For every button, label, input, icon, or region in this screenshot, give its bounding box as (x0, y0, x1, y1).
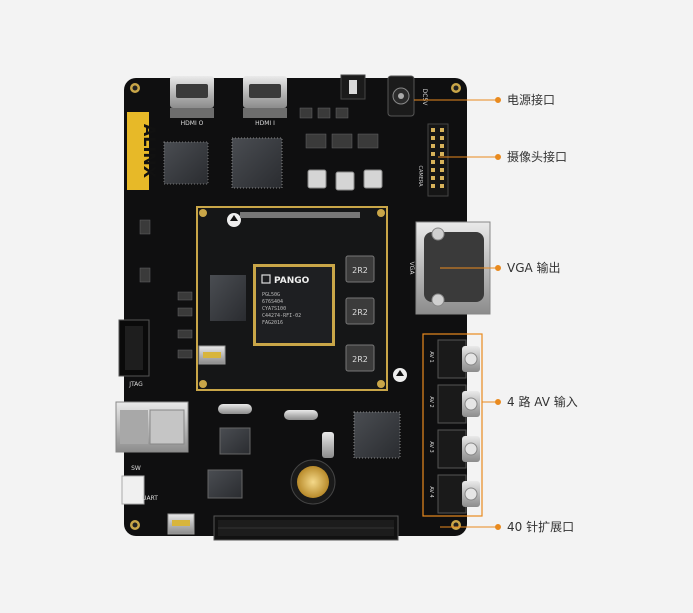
dc-power-jack: DC5V (387, 75, 428, 117)
svg-text:DC5V: DC5V (421, 89, 428, 107)
svg-text:2R2: 2R2 (352, 308, 368, 317)
coin-battery (290, 459, 336, 505)
fpga-chip: PANGO PGL50G 676S404 CYA7S100 C44274-RFI… (253, 264, 335, 346)
svg-text:AV 1: AV 1 (428, 351, 434, 362)
av-jack-1: AV 1 (428, 339, 480, 379)
svg-text:2R2: 2R2 (352, 355, 368, 364)
module-inductors: 2R2 2R2 2R2 (345, 255, 375, 372)
callout-vga: VGA 输出 (507, 261, 561, 275)
hdmi-out-port: HDMI O (170, 76, 214, 127)
hdmi-in-port: HDMI I (243, 76, 287, 127)
callout-power: 电源接口 (507, 93, 556, 107)
svg-text:PANGO: PANGO (274, 276, 310, 286)
svg-text:SW: SW (131, 465, 141, 472)
svg-text:HDMI O: HDMI O (181, 120, 204, 127)
svg-text:HDMI I: HDMI I (255, 120, 275, 127)
svg-text:676S404: 676S404 (262, 299, 283, 305)
svg-text:ALINX: ALINX (140, 124, 159, 179)
svg-text:VGA: VGA (408, 262, 415, 276)
callout-av: 4 路 AV 输入 (507, 395, 578, 409)
power-switch (340, 74, 366, 100)
av-jack-2: AV 2 (428, 384, 480, 424)
upper-ic-left (163, 141, 209, 185)
svg-text:2R2: 2R2 (352, 266, 368, 275)
svg-text:AV 2: AV 2 (428, 396, 434, 407)
av-jack-4: AV 4 (428, 474, 480, 514)
av-jack-3: AV 3 (428, 429, 480, 469)
expansion-header (213, 515, 399, 541)
ddr-chip (210, 275, 246, 321)
av-jacks: AV 1 AV 2 AV 3 AV 4 (428, 339, 480, 514)
svg-text:FAG2016: FAG2016 (262, 320, 283, 326)
svg-text:CAMERA: CAMERA (417, 165, 423, 187)
svg-text:PGL50G: PGL50G (262, 292, 280, 298)
jtag-header: JTAG (118, 319, 150, 388)
lower-ics (207, 404, 401, 499)
svg-text:AV 3: AV 3 (428, 441, 434, 452)
inductors-top (307, 169, 383, 191)
camera-header: CAMERA (417, 123, 449, 197)
av-highlight-box (422, 333, 483, 517)
ethernet-port (115, 401, 189, 453)
callout-leaders (414, 97, 501, 530)
svg-text:UART: UART (142, 495, 158, 502)
upper-ic-right (231, 137, 283, 189)
svg-text:AV 4: AV 4 (428, 486, 434, 497)
callout-expansion: 40 针扩展口 (507, 520, 575, 534)
svg-text:JTAG: JTAG (128, 381, 143, 388)
sw-uart-area: SW UART (121, 465, 158, 505)
svg-text:C44274-RFI-02: C44274-RFI-02 (262, 313, 301, 319)
svg-text:CYA7S100: CYA7S100 (262, 306, 286, 312)
alinx-logo: ALINX (127, 112, 159, 190)
callout-camera: 摄像头接口 (507, 150, 568, 164)
